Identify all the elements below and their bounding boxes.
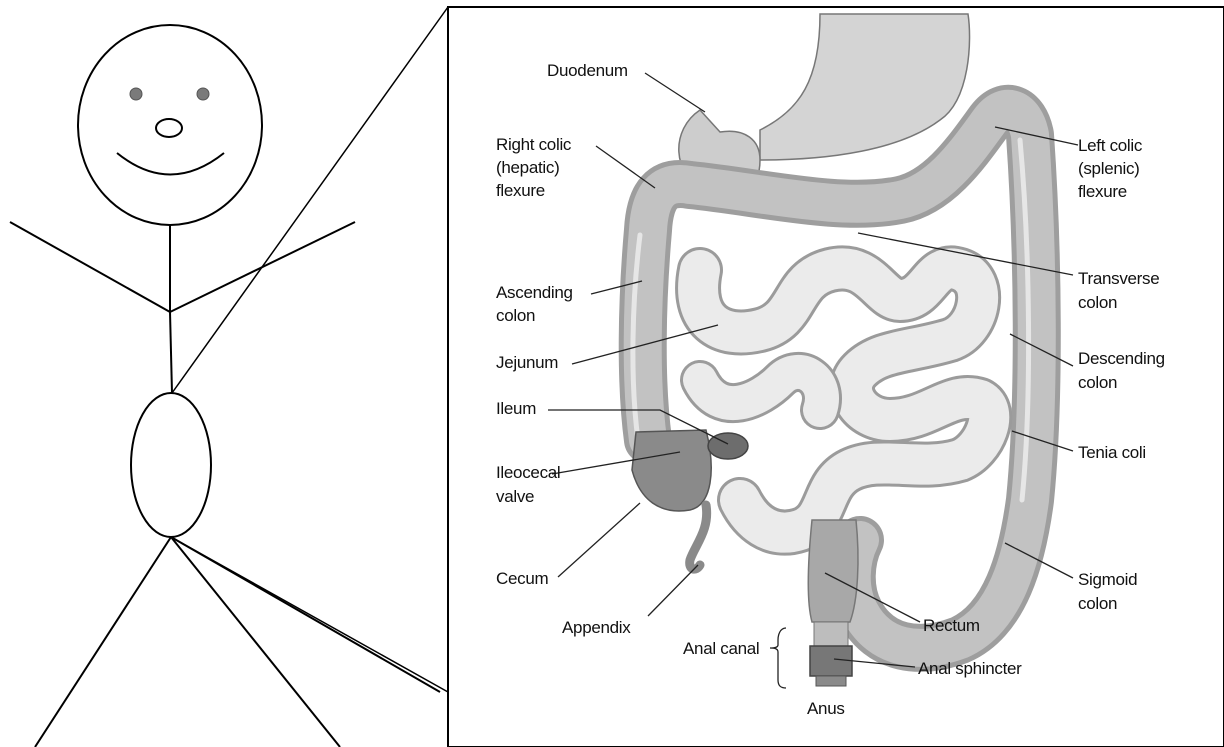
figure-left-eye — [130, 88, 142, 100]
label-tenia-coli: Tenia coli — [1078, 443, 1146, 462]
stick-figure — [10, 25, 440, 747]
figure-left-arm — [10, 222, 170, 312]
figure-right-leg-inner — [171, 537, 340, 747]
label-ileum: Ileum — [496, 399, 536, 418]
figure-belly — [131, 393, 211, 537]
rectum-shape — [808, 520, 858, 622]
label-rectum: Rectum — [923, 616, 980, 635]
label-anal-sphincter: Anal sphincter — [918, 659, 1022, 678]
anal-sphincter-shape — [810, 646, 852, 676]
figure-left-leg — [35, 537, 171, 747]
label-duodenum: Duodenum — [547, 61, 628, 80]
label-jejunum: Jejunum — [496, 353, 558, 372]
label-anus: Anus — [807, 699, 845, 718]
figure-torso-line — [170, 312, 172, 393]
figure-head — [78, 25, 262, 225]
anal-canal-shape — [814, 622, 848, 646]
figure-right-eye — [197, 88, 209, 100]
label-cecum: Cecum — [496, 569, 548, 588]
label-anal-canal: Anal canal — [683, 639, 759, 658]
anus-shape — [816, 676, 846, 686]
label-appendix: Appendix — [562, 618, 631, 637]
